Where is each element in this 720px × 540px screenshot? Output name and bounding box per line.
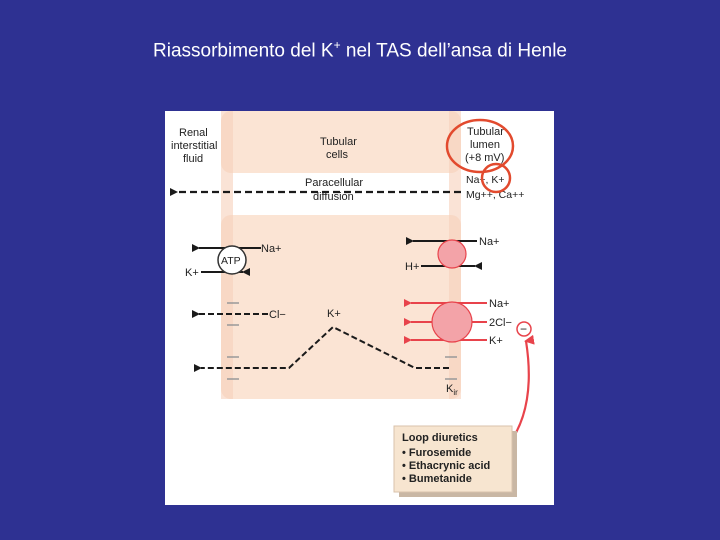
lumen-ions-1: Na+, K+ (466, 174, 505, 186)
k-recycling-path (194, 325, 449, 372)
basal-na-label: Na+ (261, 243, 282, 255)
nkcc-transporter (431, 301, 473, 343)
diuretics-item-3: • Bumetanide (402, 473, 472, 485)
diuretics-box (393, 425, 513, 493)
nhe-transporter (437, 239, 467, 269)
nkcc-cl-label: 2Cl− (489, 317, 512, 329)
diuretics-item-1: • Furosemide (402, 447, 471, 459)
atp-pump (217, 245, 247, 275)
inhibition-sign: − (520, 322, 527, 336)
k-highlight-circle (480, 162, 512, 194)
atp-label: ATP (221, 255, 241, 267)
diuretics-title: Loop diuretics (402, 432, 478, 444)
nkcc-na-label: Na+ (489, 298, 510, 310)
title-text-rest: nel TAS dell’ansa di Henle (340, 40, 567, 62)
lower-cell (221, 215, 461, 399)
nkcc-k-label: K+ (489, 335, 503, 347)
title-superscript: + (333, 38, 341, 52)
title-text: Riassorbimento del K (153, 40, 334, 62)
upper-cell (221, 111, 461, 173)
cell-k-label: K+ (327, 308, 341, 320)
kir-label: Kir (446, 383, 458, 397)
inhibition-circle (516, 321, 532, 337)
lumen-highlight-circle (445, 118, 515, 174)
slide-title: Riassorbimento del K+ nel TAS dell’ansa … (0, 38, 720, 62)
basal-cl-label: Cl− (269, 309, 286, 321)
basal-k-label: K+ (185, 267, 199, 279)
nhe-h-label: H+ (405, 261, 419, 273)
diuretics-item-2: • Ethacrynic acid (402, 460, 490, 472)
lumen-ions-2: Mg++, Ca++ (466, 189, 524, 201)
nhe-na-label: Na+ (479, 236, 500, 248)
